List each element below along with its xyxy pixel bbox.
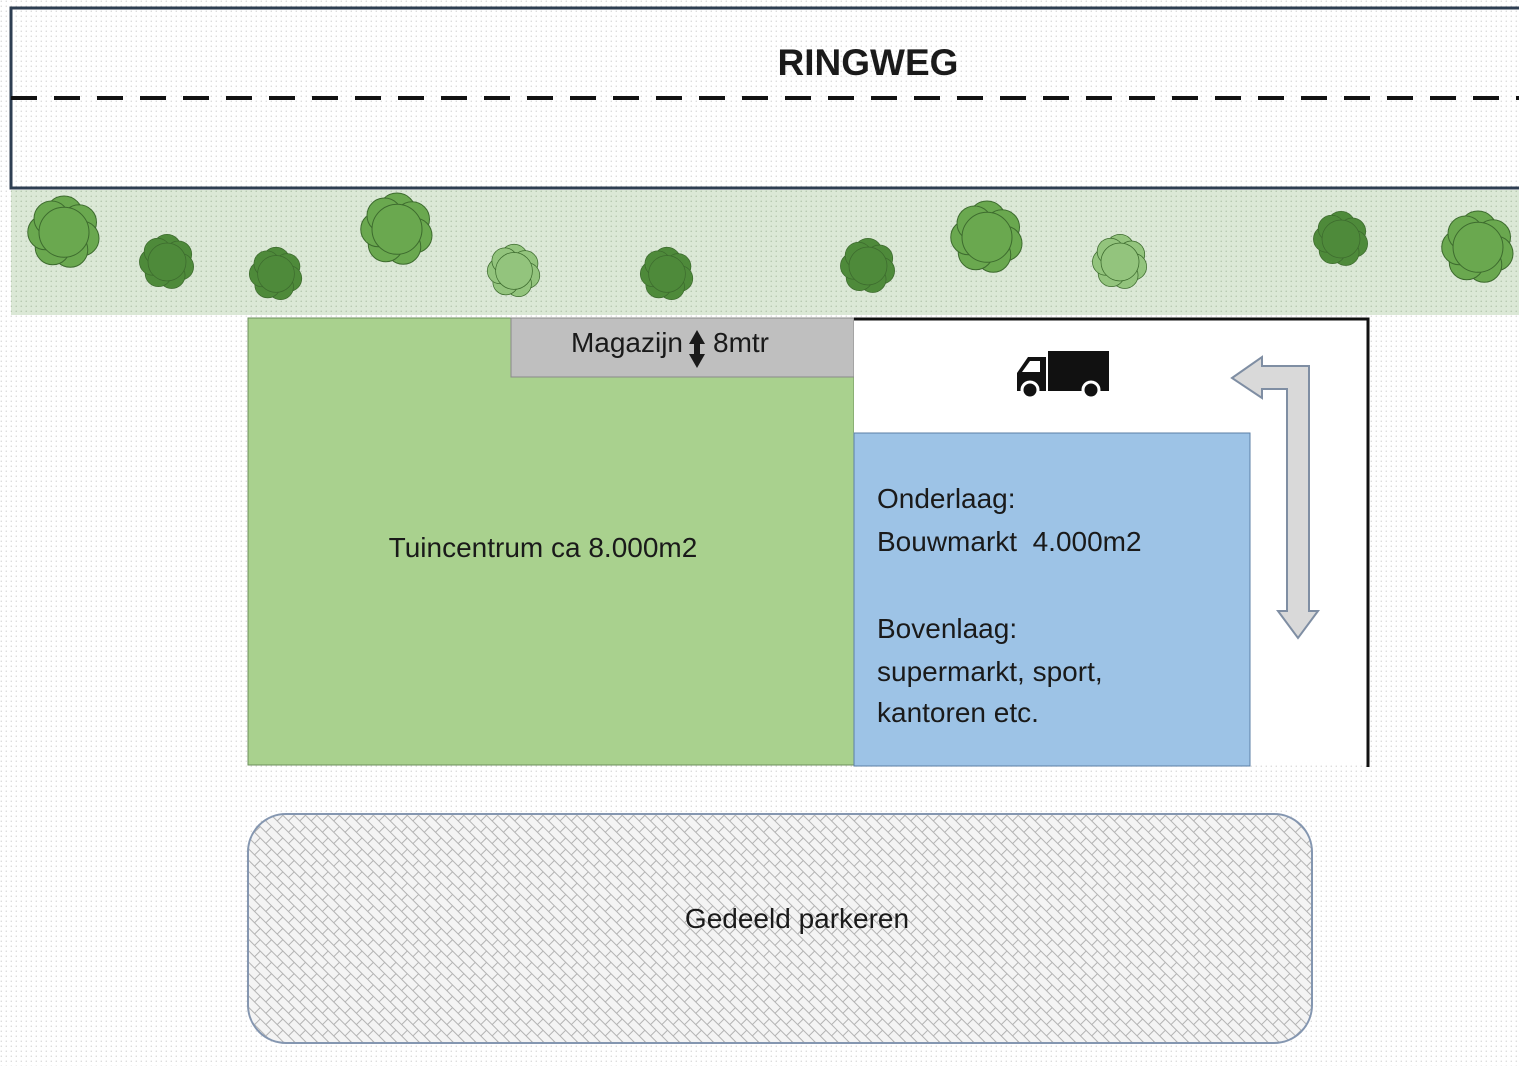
hardware-store-area: Onderlaag: Bouwmarkt 4.000m2 Bovenlaag: … bbox=[853, 432, 1251, 767]
garden-centre-area: Tuincentrum ca 8.000m2 bbox=[247, 317, 855, 766]
tree-strip bbox=[11, 190, 1519, 315]
upper-floor-line-1: supermarkt, sport, bbox=[877, 656, 1103, 687]
upper-floor-title: Bovenlaag: bbox=[877, 613, 1017, 644]
road-label: RINGWEG bbox=[778, 42, 959, 83]
parking-label: Gedeeld parkeren bbox=[685, 903, 909, 934]
shared-parking-area: Gedeeld parkeren bbox=[247, 813, 1313, 1044]
vertical-double-arrow-icon bbox=[689, 330, 705, 368]
ringweg-road: RINGWEG bbox=[9, 6, 1519, 190]
warehouse-area: Magazijn 8mtr bbox=[510, 317, 855, 378]
upper-floor-line-2: kantoren etc. bbox=[877, 697, 1039, 728]
garden-centre-label: Tuincentrum ca 8.000m2 bbox=[389, 532, 698, 563]
truck-icon bbox=[1017, 351, 1109, 400]
warehouse-height-label: 8mtr bbox=[713, 327, 769, 358]
lower-floor-title: Onderlaag: bbox=[877, 483, 1016, 514]
warehouse-label: Magazijn bbox=[571, 327, 683, 358]
lower-floor-text: Bouwmarkt 4.000m2 bbox=[877, 526, 1142, 557]
two-way-route-arrow-icon bbox=[1230, 355, 1320, 640]
site-boundary-line bbox=[854, 317, 1370, 767]
